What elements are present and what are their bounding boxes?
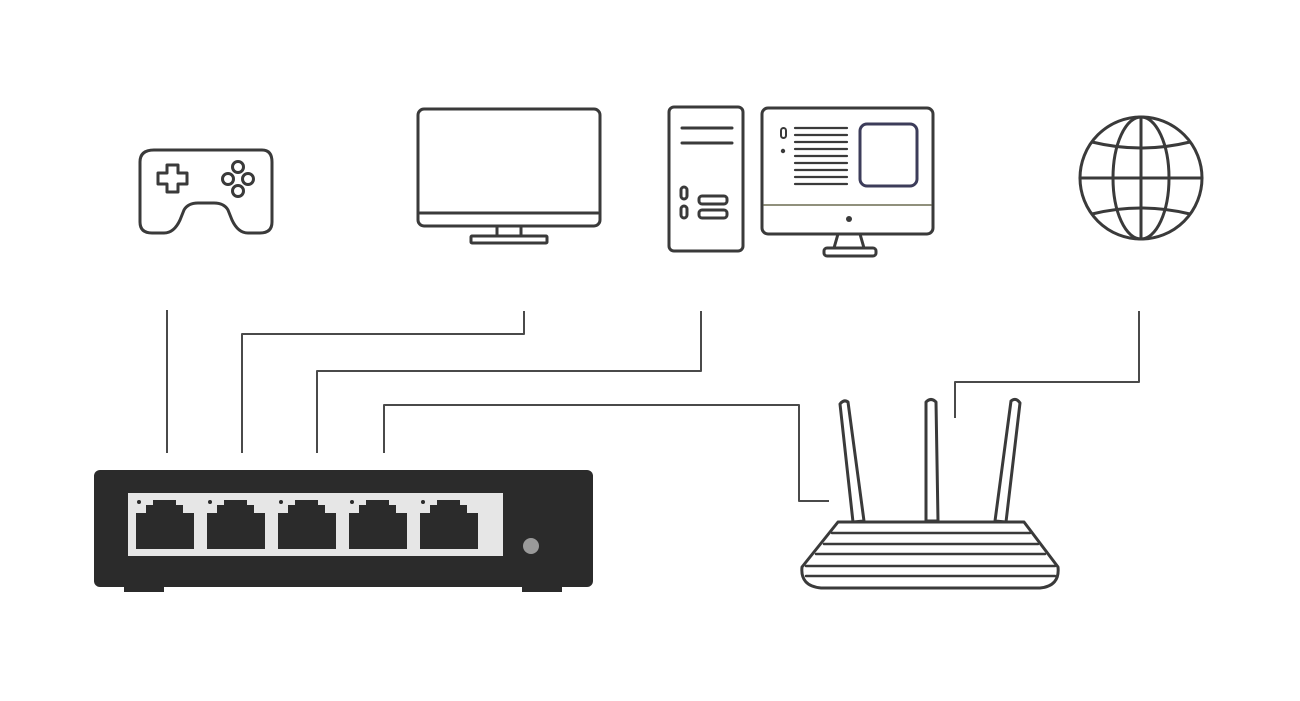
switch-power-led [523, 538, 539, 554]
pc-tower [667, 105, 745, 253]
switch-port-2 [207, 500, 265, 549]
action-button-top [231, 160, 245, 174]
router-antenna-left [838, 399, 866, 524]
wire-tv-to-switch [241, 311, 525, 453]
connection-wires [166, 310, 1140, 502]
router-antenna-right [993, 397, 1022, 524]
router-body [800, 520, 1060, 590]
globe-icon [1078, 115, 1204, 241]
wire-internet-to-router [954, 311, 1140, 418]
router-ridges [804, 531, 1057, 578]
wireless-router-icon [800, 397, 1060, 590]
tv-stand-base [469, 234, 549, 245]
dpad-icon [156, 163, 189, 194]
switch-foot-right [522, 583, 562, 592]
switch-port-5 [420, 500, 478, 549]
wire-router-to-switch [383, 404, 829, 502]
action-button-right [241, 172, 255, 186]
screen-window [858, 122, 919, 188]
monitor-base [822, 246, 878, 258]
switch-foot-left [124, 583, 164, 592]
ethernet-switch-icon [94, 470, 593, 592]
tv-icon [416, 107, 602, 245]
switch-ports [136, 500, 478, 549]
desktop-computer-icon [667, 105, 935, 258]
router-antennas [838, 397, 1022, 524]
wire-desktop-to-switch [316, 311, 702, 453]
switch-port-1 [136, 500, 194, 549]
text-lines [793, 126, 849, 186]
router-antenna-middle [924, 398, 940, 523]
action-button-left [221, 172, 235, 186]
action-button-bottom [231, 184, 245, 198]
game-controller-icon [138, 148, 274, 235]
switch-port-4 [349, 500, 407, 549]
monitor-stand [832, 232, 866, 250]
switch-port-3 [278, 500, 336, 549]
pc-monitor [760, 106, 935, 258]
